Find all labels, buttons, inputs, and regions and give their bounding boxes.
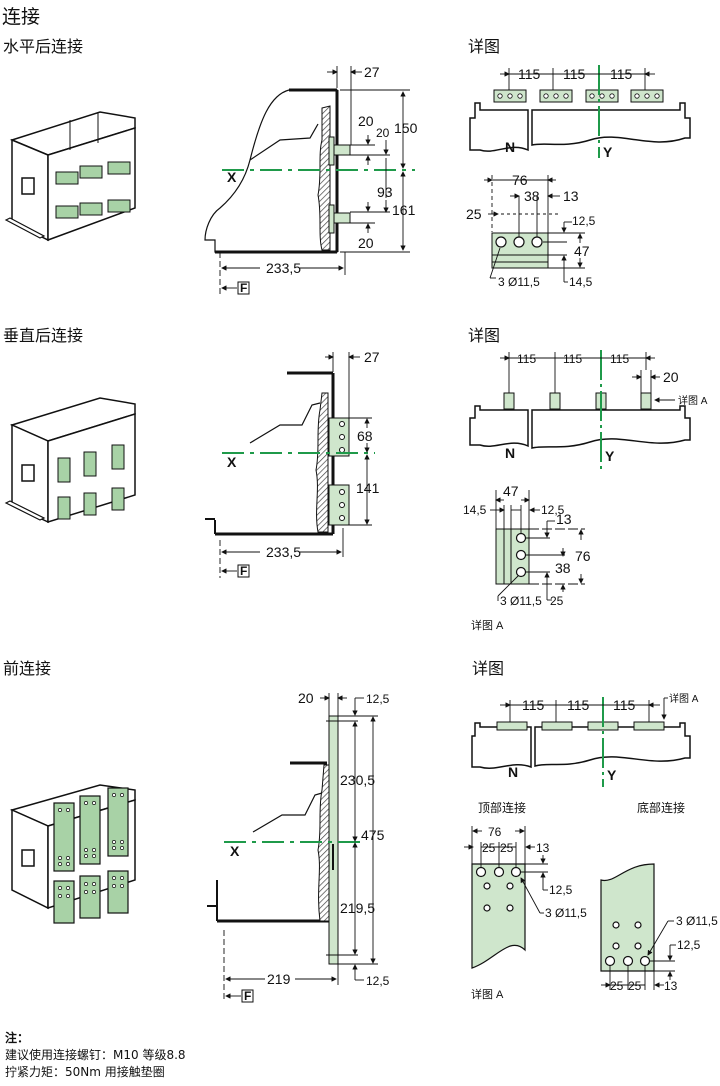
dim-label: 13: [536, 841, 550, 855]
dim-label: 12,5: [366, 974, 390, 988]
dim-label: 38: [524, 188, 540, 204]
spacing-label: 115: [610, 66, 633, 82]
axis-label-y: Y: [607, 767, 617, 783]
detail-a-caption: 详图 A: [471, 987, 504, 1001]
dim-label: 27: [364, 64, 380, 80]
detail-top-front: 115 115 115 详图 A N Y: [471, 692, 699, 787]
dim-label: 20: [298, 690, 314, 706]
dim-label: 27: [364, 349, 380, 365]
dim-label: 13: [563, 188, 579, 204]
detail-heading-2: 详图: [468, 326, 501, 345]
dim-label: 14,5: [569, 275, 593, 289]
isometric-breaker-vertical: [4, 397, 136, 524]
spacing-label: 115: [610, 352, 629, 366]
dim-label: 25: [482, 841, 496, 855]
dim-label: 13: [664, 979, 678, 993]
hole-spec-label: 3 Ø11,5: [498, 275, 540, 289]
spacing-label: 115: [522, 697, 545, 713]
dim-label: 219: [267, 971, 291, 987]
side-view-horizontal: F X 27 20 20 150 93 161 20 233,5: [204, 64, 418, 296]
hole-spec-label: 3 Ø11,5: [545, 906, 587, 920]
dim-label: 475: [361, 827, 385, 843]
detail-heading-3: 详图: [472, 659, 505, 678]
dim-label: 25: [500, 841, 514, 855]
section-heading-vertical-rear: 垂直后连接: [3, 326, 84, 345]
hole-spec-label: 3 Ø11,5: [676, 914, 718, 928]
section-heading-horizontal-rear: 水平后连接: [3, 37, 84, 56]
dim-label: 25: [466, 206, 482, 222]
isometric-breaker-front: [9, 784, 136, 924]
front-marker: F: [240, 564, 247, 578]
bottom-connection-heading: 底部连接: [637, 800, 685, 815]
pole-label-n: N: [505, 139, 515, 155]
dim-label: 47: [574, 243, 590, 259]
dim-label: 141: [356, 480, 380, 496]
dim-label: 20: [358, 235, 374, 251]
dim-label: 12,5: [366, 692, 390, 706]
bottom-connection-detail: 底部连接 25 25 13 12,5 3 Ø11,5: [600, 800, 718, 993]
dim-label: 25: [628, 979, 642, 993]
dim-label: 76: [488, 825, 502, 839]
detail-a-ref: 详图 A: [678, 394, 708, 407]
page-title: 连接: [2, 6, 41, 28]
pole-label-n: N: [505, 445, 515, 461]
dim-label: 76: [512, 172, 528, 188]
side-view-front: F X 20 12,5 230,5 475 219,5 12,5 219: [207, 690, 390, 1003]
dim-label: 150: [394, 120, 418, 136]
dim-label: 12,5: [572, 214, 596, 228]
detail-bar-vertical: 47 14,5 12,5 13 76 38 25 3 Ø11,5 详图 A: [463, 483, 591, 632]
dim-label: 12,5: [677, 938, 701, 952]
axis-label-x: X: [227, 454, 237, 470]
detail-a-caption: 详图 A: [471, 618, 504, 632]
axis-label-y: Y: [605, 448, 615, 464]
detail-top-vertical: 115 115 115 20 详图 A N Y: [469, 350, 708, 470]
notes-title: 注：: [5, 1031, 30, 1045]
spacing-label: 115: [517, 352, 536, 366]
axis-label-y: Y: [603, 144, 613, 160]
spacing-label: 115: [613, 697, 636, 713]
pole-label-n: N: [508, 764, 518, 780]
dim-label: 38: [555, 560, 571, 576]
front-marker: F: [244, 989, 251, 1003]
axis-label-x: X: [227, 169, 237, 185]
spacing-label: 115: [518, 66, 541, 82]
dim-label: 20: [376, 126, 390, 140]
dim-label: 20: [358, 113, 374, 129]
dim-label: 161: [392, 202, 416, 218]
isometric-breaker-horizontal: [4, 111, 136, 242]
detail-top-horizontal: 115 115 115 N Y: [469, 65, 691, 160]
note-line: 拧紧力矩：50Nm 用接触垫圈: [5, 1065, 165, 1079]
section-heading-front: 前连接: [3, 659, 52, 678]
spacing-label: 115: [563, 352, 582, 366]
spacing-label: 115: [563, 66, 586, 82]
dim-label: 233,5: [266, 544, 301, 560]
dim-label: 233,5: [266, 260, 301, 276]
front-marker: F: [240, 281, 247, 295]
dim-label: 13: [556, 511, 572, 527]
axis-label-x: X: [230, 843, 240, 859]
note-line: 建议使用连接螺钉：M10 等级8.8: [5, 1048, 186, 1062]
dim-label: 219,5: [340, 900, 375, 916]
dim-label: 230,5: [340, 772, 375, 788]
detail-heading-1: 详图: [468, 37, 501, 56]
dim-label: 47: [503, 483, 519, 499]
dim-label: 76: [575, 548, 591, 564]
dim-label: 93: [377, 184, 393, 200]
dim-label: 25: [610, 979, 624, 993]
dim-label: 20: [663, 369, 679, 385]
top-connection-heading: 顶部连接: [478, 800, 526, 815]
hole-spec-label: 3 Ø11,5: [500, 594, 542, 608]
dim-label: 68: [357, 428, 373, 444]
dim-label: 14,5: [463, 503, 487, 517]
detail-bar-horizontal: 76 38 13 25 12,5 47 14,5 3 Ø11,5: [466, 172, 596, 289]
dim-label: 12,5: [549, 883, 573, 897]
side-view-vertical: F X 27 68 141 233,5: [205, 349, 380, 578]
notes-block: 注： 建议使用连接螺钉：M10 等级8.8 拧紧力矩：50Nm 用接触垫圈: [5, 1030, 186, 1081]
detail-a-ref: 详图 A: [669, 692, 699, 705]
top-connection-detail: 顶部连接 76 25 25 13 12,5 3 Ø11,5 详图 A: [464, 800, 587, 1001]
spacing-label: 115: [567, 697, 590, 713]
dim-label: 25: [550, 594, 564, 608]
dim-label: 12,5: [541, 503, 565, 517]
